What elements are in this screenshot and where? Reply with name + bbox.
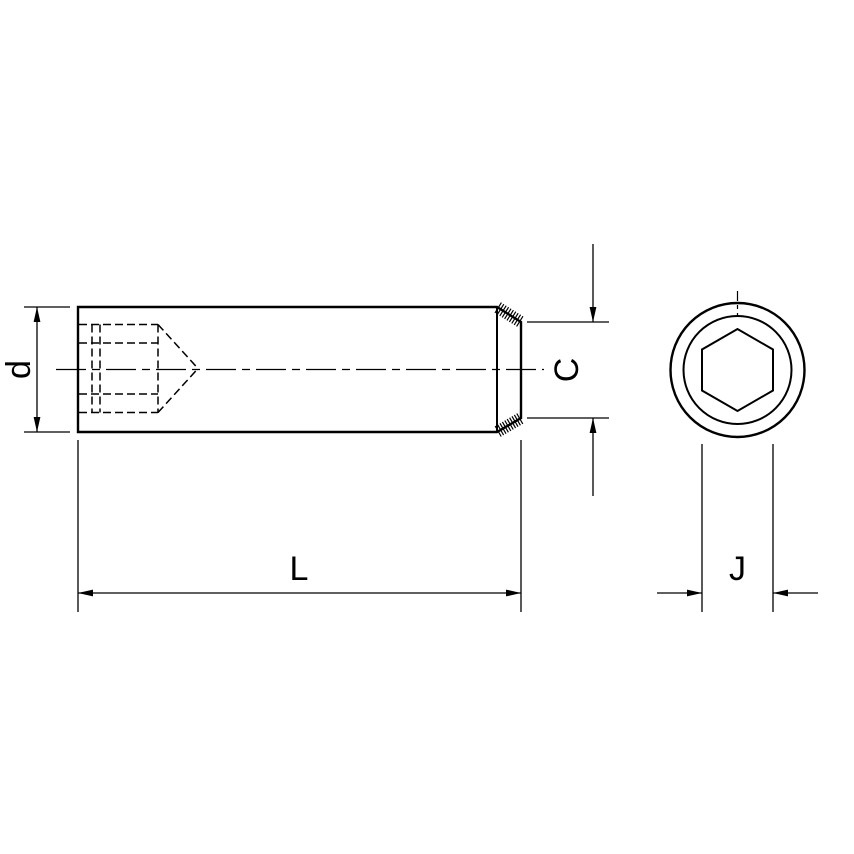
dimension-c-arrow-up [589, 418, 597, 433]
dimension-label-d: d [0, 360, 38, 379]
dimension-j: J [657, 444, 818, 612]
outer-diameter-circle [669, 301, 806, 439]
dimension-c-arrow-down [589, 307, 597, 322]
hex-socket-outline [701, 327, 774, 413]
dimension-j-extension-lines [701, 444, 774, 612]
dimension-label-j: J [729, 550, 746, 588]
knurl-serrations-bottom [494, 413, 524, 437]
dimension-c: C [527, 244, 609, 496]
dimension-c-extension-lines [527, 321, 609, 419]
chamfer-circle [682, 315, 793, 425]
dimension-j-arrow-left [773, 589, 788, 597]
dimension-l-extension-lines [77, 440, 522, 612]
dimension-d-extension-lines [24, 306, 70, 433]
dimension-label-l: L [290, 550, 309, 588]
end-view [669, 291, 806, 439]
knurl-serrations-top [494, 302, 524, 327]
dimension-l-arrow-right [506, 589, 521, 597]
side-view [56, 302, 544, 437]
hex-socket-hidden-lines [79, 323, 199, 414]
dimension-d-arrow-up [33, 307, 41, 322]
dimension-l-arrow-left [78, 589, 93, 597]
dimension-j-arrow-right [687, 589, 702, 597]
dimension-d: d [0, 306, 70, 433]
dimension-d-arrow-down [33, 417, 41, 432]
dimension-label-c: C [548, 358, 586, 383]
dimension-l: L [77, 440, 522, 612]
